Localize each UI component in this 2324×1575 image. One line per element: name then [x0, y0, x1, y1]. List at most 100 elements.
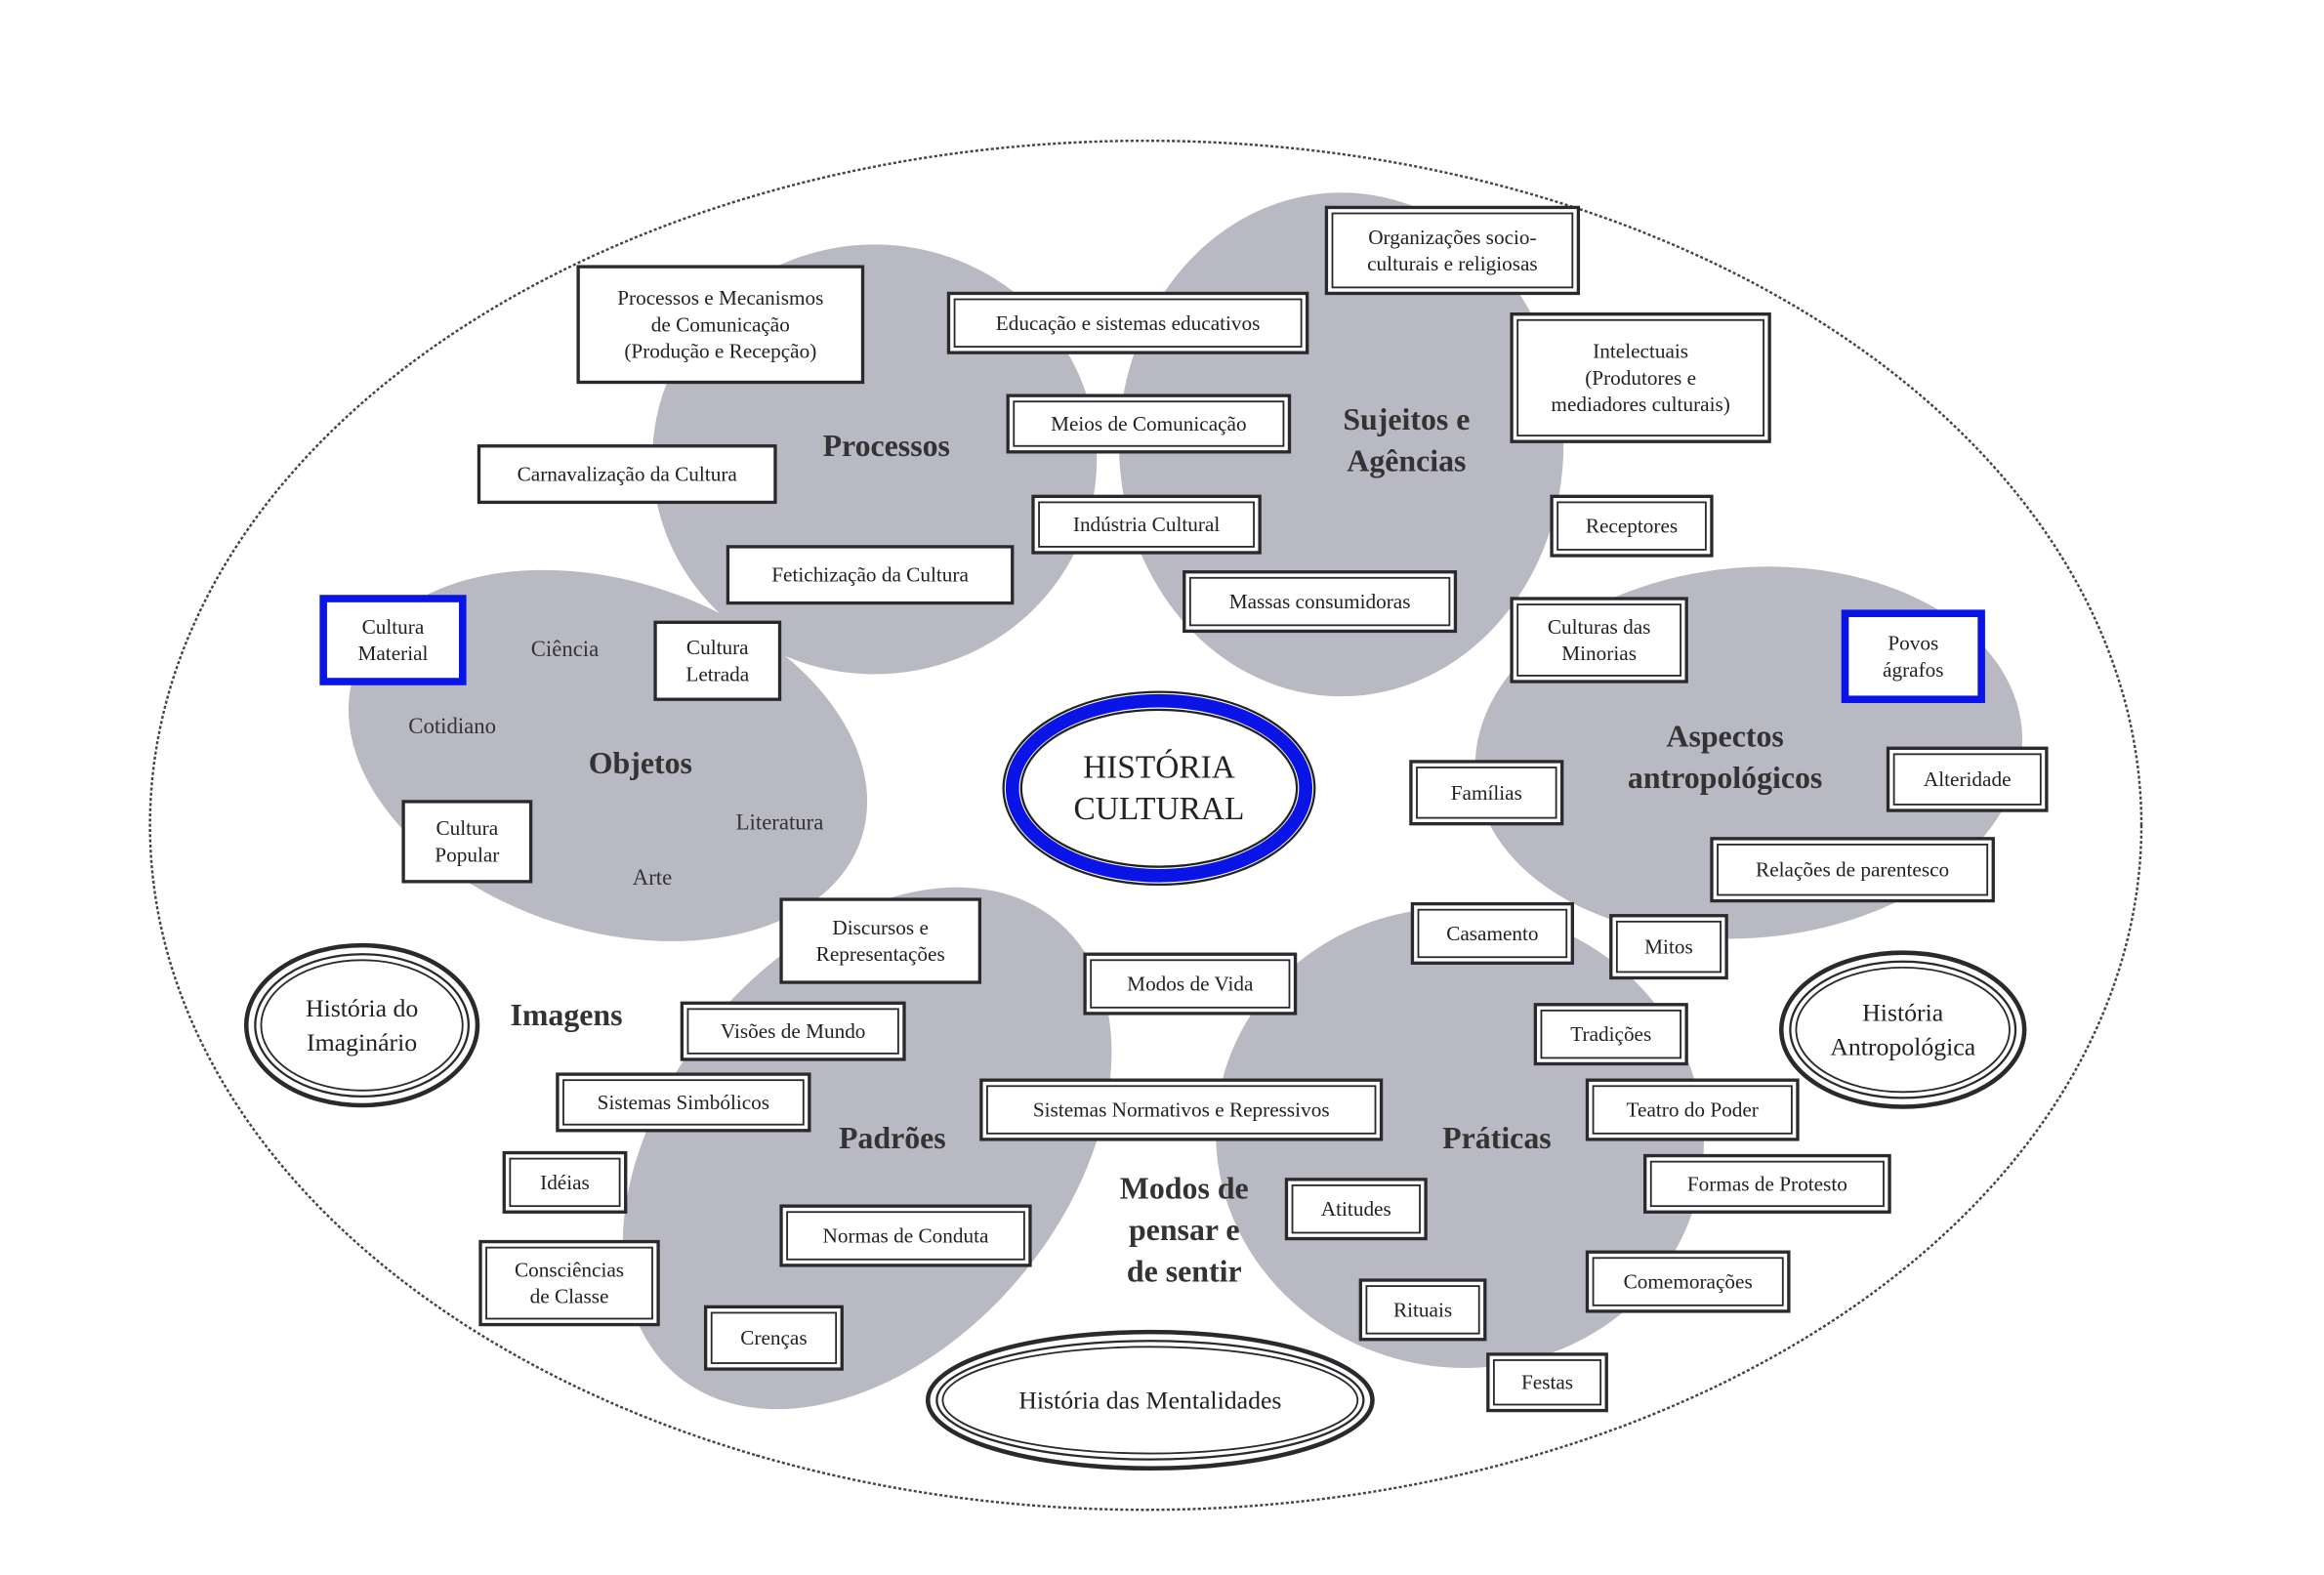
concept-box-industria: Indústria Cultural — [1031, 494, 1262, 555]
concept-box-fetichizacao: Fetichização da Cultura — [726, 545, 1015, 605]
box-border — [653, 620, 782, 701]
box-label: Visões de Mundo — [721, 1019, 866, 1043]
box-border — [1841, 609, 1985, 704]
box-inner-border — [953, 298, 1303, 348]
box-border — [1609, 914, 1728, 980]
box-border — [726, 545, 1015, 605]
concept-box-crencas: Crenças — [703, 1305, 844, 1371]
box-inner-border — [710, 1311, 838, 1364]
concept-box-educacao: Educação e sistemas educativos — [946, 291, 1309, 354]
concept-box-massas: Massas consumidoras — [1183, 570, 1458, 634]
box-border — [1550, 494, 1714, 558]
box-inner-border — [1516, 318, 1764, 437]
box-label: Letrada — [685, 662, 749, 685]
concept-box-teatro: Teatro do Poder — [1585, 1078, 1800, 1141]
box-inner-border — [1038, 501, 1255, 548]
box-label: (Produção e Recepção) — [624, 340, 816, 363]
category-label-objetos: Objetos — [589, 746, 692, 780]
box-border — [1031, 494, 1262, 555]
box-border — [477, 444, 777, 505]
box-label: mediadores culturais) — [1551, 393, 1729, 416]
box-inner-border — [1717, 844, 1989, 896]
category-label-aspectos: antropológicos — [1628, 761, 1822, 795]
category-label-sujeitos: Agências — [1347, 443, 1466, 477]
concept-box-familias: Famílias — [1409, 760, 1564, 826]
box-border — [1486, 1352, 1608, 1413]
box-label: Indústria Cultural — [1073, 513, 1220, 536]
box-label: Modos de Vida — [1127, 973, 1254, 996]
box-label: Alteridade — [1924, 767, 2012, 791]
box-border — [1585, 1078, 1800, 1141]
box-inner-border — [986, 1085, 1377, 1135]
box-inner-border — [1291, 1184, 1421, 1234]
box-inner-border — [1416, 767, 1557, 819]
concept-box-casamento: Casamento — [1410, 901, 1574, 965]
box-border — [979, 1078, 1384, 1141]
box-label: Formas de Protesto — [1687, 1172, 1847, 1195]
category-label-modos: Modos de — [1120, 1171, 1249, 1205]
box-label: Povos — [1888, 632, 1938, 655]
box-inner-border — [1540, 1009, 1682, 1059]
box-label: Culturas das — [1548, 615, 1651, 639]
box-border — [319, 595, 467, 685]
concept-box-atitudes: Atitudes — [1284, 1178, 1428, 1241]
outer-boundary-ellipse — [148, 139, 2143, 1512]
box-border — [703, 1305, 844, 1371]
concept-box-tradicoes: Tradições — [1533, 1003, 1688, 1066]
category-label-aspectos: Aspectos — [1666, 720, 1783, 754]
concept-box-normas: Normas de Conduta — [779, 1204, 1032, 1267]
box-border — [1409, 760, 1564, 826]
box-inner-border — [1013, 400, 1285, 447]
box-inner-border — [1492, 1359, 1602, 1406]
box-border — [779, 897, 982, 984]
term-literatura: Literatura — [736, 810, 824, 835]
box-label: Festas — [1521, 1371, 1573, 1394]
box-inner-border — [1592, 1085, 1793, 1135]
history-label: História das Mentalidades — [1018, 1386, 1281, 1414]
category-label-sujeitos: Sujeitos e — [1343, 402, 1470, 436]
term-arte: Arte — [633, 865, 672, 890]
history-label: Antropológica — [1830, 1033, 1975, 1061]
box-inner-border — [1417, 908, 1568, 959]
box-border — [1585, 1250, 1791, 1313]
box-border — [1410, 901, 1574, 965]
box-label: Rituais — [1393, 1298, 1452, 1321]
term-ciencia: Ciência — [531, 637, 599, 661]
category-label-modos: de sentir — [1127, 1254, 1242, 1288]
concept-box-simbolicos: Sistemas Simbólicos — [556, 1072, 811, 1133]
history-ellipse-mentalidades: História das Mentalidades — [925, 1329, 1375, 1471]
box-inner-border — [1615, 920, 1722, 974]
history-label: História do — [306, 994, 418, 1022]
box-label: Mitos — [1644, 935, 1693, 959]
box-border — [1510, 597, 1688, 684]
box-inner-border — [509, 1157, 621, 1208]
concept-box-normativos: Sistemas Normativos e Repressivos — [979, 1078, 1384, 1141]
box-border — [1183, 570, 1458, 634]
box-label: Sistemas Simbólicos — [598, 1091, 769, 1114]
box-label: Relações de parentesco — [1756, 858, 1949, 882]
box-label: Normas de Conduta — [823, 1224, 989, 1248]
box-border — [1710, 837, 1995, 903]
box-inner-border — [1188, 576, 1451, 627]
box-label: Educação e sistemas educativos — [996, 311, 1261, 335]
box-label: Comemorações — [1624, 1270, 1753, 1294]
concept-box-festas: Festas — [1486, 1352, 1608, 1413]
concept-box-organizacoes: Organizações socio-culturais e religiosa… — [1324, 205, 1581, 296]
concept-box-alteridade: Alteridade — [1886, 746, 2049, 812]
box-label: Casamento — [1446, 922, 1538, 945]
box-inner-border — [1090, 959, 1291, 1009]
box-border — [1510, 312, 1771, 443]
box-inner-border — [1516, 603, 1682, 677]
box-label: Consciências — [515, 1258, 624, 1281]
box-label: (Produtores e — [1585, 366, 1696, 390]
box-label: Popular — [435, 844, 499, 867]
box-border — [946, 291, 1309, 354]
